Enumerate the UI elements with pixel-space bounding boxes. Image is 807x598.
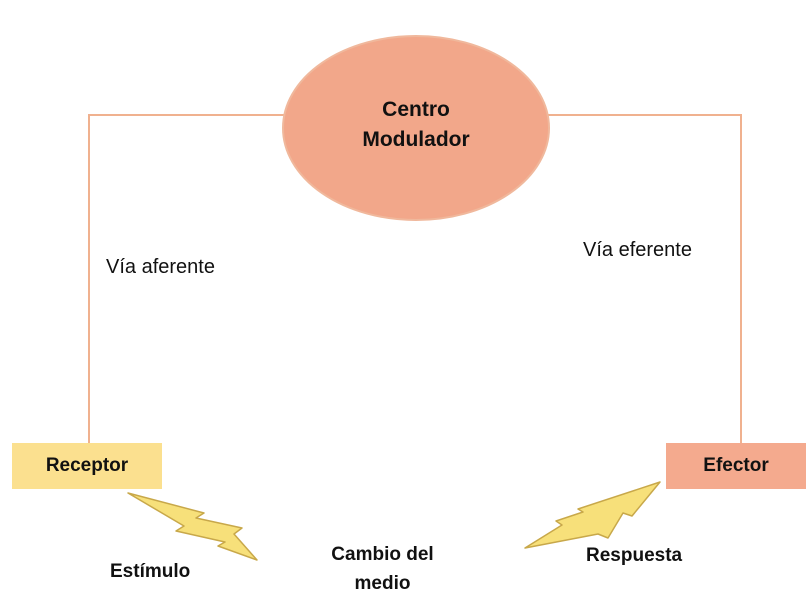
centro-modulador-line2: Modulador: [362, 128, 470, 151]
efector-label: Efector: [703, 455, 769, 476]
afferent-pathway-label: Vía aferente: [106, 256, 215, 278]
environment-change-label: Cambio del medio: [305, 540, 460, 598]
receptor-node: [12, 443, 162, 489]
response-label: Respuesta: [586, 545, 683, 566]
centro-modulador-label: Centro Modulador: [300, 80, 532, 170]
efector-node: [666, 443, 806, 489]
afferent-connector-line: [88, 114, 300, 443]
environment-change-line1: Cambio del: [331, 544, 434, 565]
environment-change-line2: medio: [354, 573, 411, 594]
receptor-label: Receptor: [45, 455, 129, 476]
centro-modulador-node: [282, 35, 550, 221]
efferent-pathway-label: Vía eferente: [583, 239, 692, 261]
centro-modulador-line1: Centro: [382, 98, 450, 121]
response-lightning-icon: [524, 481, 661, 549]
stimulus-lightning-icon: [127, 492, 258, 561]
efferent-connector-line: [533, 114, 742, 443]
stimulus-label: Estímulo: [110, 561, 191, 582]
